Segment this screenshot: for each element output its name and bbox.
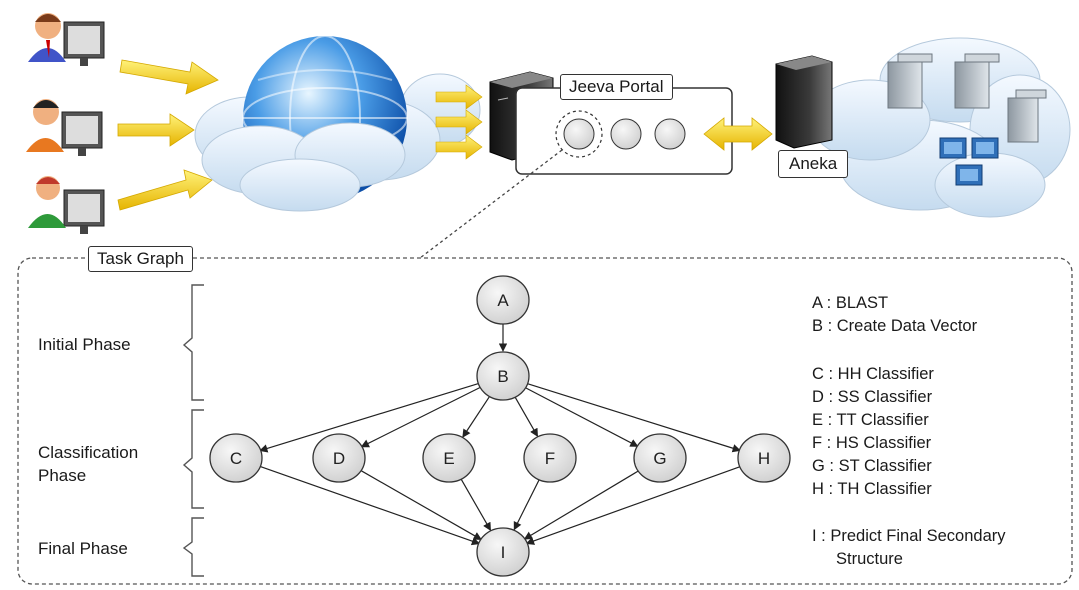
node-C: C <box>209 433 263 483</box>
legend-group-2: C : HH Classifier D : SS Classifier E : … <box>812 363 934 501</box>
edge-B-E <box>462 395 491 438</box>
legend-item: D : SS Classifier <box>812 388 933 406</box>
node-circle <box>737 433 791 483</box>
phase-brace <box>182 409 204 509</box>
legend-item: A : BLAST <box>812 294 889 312</box>
node-label: H <box>758 449 770 468</box>
user-icon <box>26 99 103 156</box>
node-circle <box>312 433 366 483</box>
node-label: D <box>333 449 345 468</box>
legend-group-1: A : BLAST B : Create Data Vector <box>812 292 977 338</box>
phase-final: Final Phase <box>38 539 128 558</box>
arrow-icon <box>117 113 195 147</box>
node-A: A <box>476 275 530 325</box>
user-icon <box>28 13 105 66</box>
phase-classification: Classification Phase <box>38 443 139 485</box>
arrow-icon <box>119 59 219 95</box>
node-I: I <box>476 527 530 577</box>
node-circle <box>209 433 263 483</box>
node-label: A <box>497 291 509 310</box>
node-G: G <box>633 433 687 483</box>
task-graph-title: Task Graph <box>88 246 193 272</box>
node-circle <box>633 433 687 483</box>
node-circle <box>523 433 577 483</box>
portal-title: Jeeva Portal <box>560 74 673 100</box>
node-circle <box>476 527 530 577</box>
server-icon <box>887 53 1047 143</box>
arrow-icon <box>435 134 483 160</box>
edge-B-F <box>514 396 539 438</box>
edge-B-H <box>525 382 741 453</box>
node-H: H <box>737 433 791 483</box>
node-F: F <box>523 433 577 483</box>
arrow-icon <box>703 117 773 151</box>
edge-F-I <box>513 479 540 531</box>
node-label: E <box>443 449 454 468</box>
user-icon <box>28 176 105 234</box>
node-label: F <box>545 449 555 468</box>
node-circle <box>422 433 476 483</box>
aneka-label: Aneka <box>778 150 849 178</box>
node-E: E <box>422 433 476 483</box>
arrow-icon <box>435 109 483 135</box>
node-D: D <box>312 433 366 483</box>
legend-item: H : TH Classifier <box>812 480 932 498</box>
legend-item: F : HS Classifier <box>812 434 932 452</box>
legend-item: E : TT Classifier <box>812 411 929 429</box>
edge-E-I <box>460 478 492 532</box>
phase-brace <box>182 517 204 577</box>
legend-item: C : HH Classifier <box>812 365 934 383</box>
node-circle <box>476 275 530 325</box>
legend-item: Structure <box>836 550 903 568</box>
edge-H-I <box>525 465 742 545</box>
phase-initial: Initial Phase <box>38 335 131 354</box>
legend-item: G : ST Classifier <box>812 457 932 475</box>
edge-C-I <box>258 465 481 546</box>
node-B: B <box>476 351 530 401</box>
node-label: B <box>497 367 508 386</box>
graph-edges <box>258 324 742 546</box>
legend-item: I : Predict Final Secondary <box>812 527 1006 545</box>
arrow-icon <box>435 84 483 110</box>
legend-group-3: I : Predict Final Secondary Structure <box>812 525 1006 571</box>
graph-nodes: A B C D E F G H I <box>209 275 791 577</box>
node-label: G <box>653 449 666 468</box>
server-icon <box>775 55 833 149</box>
arrow-icon <box>117 169 213 211</box>
legend-item: B : Create Data Vector <box>812 317 978 335</box>
node-label: I <box>501 543 506 562</box>
edge-D-I <box>359 469 483 541</box>
node-circle <box>476 351 530 401</box>
edge-B-D <box>360 386 482 448</box>
edge-B-C <box>259 382 481 453</box>
edge-G-I <box>523 469 640 540</box>
phase-brace <box>182 284 204 401</box>
edge-B-G <box>523 386 639 447</box>
cloud-icon <box>201 122 406 212</box>
portal-box <box>515 87 733 175</box>
task-graph-frame <box>17 257 1073 585</box>
node-label: C <box>230 449 242 468</box>
network-icon <box>939 137 999 186</box>
